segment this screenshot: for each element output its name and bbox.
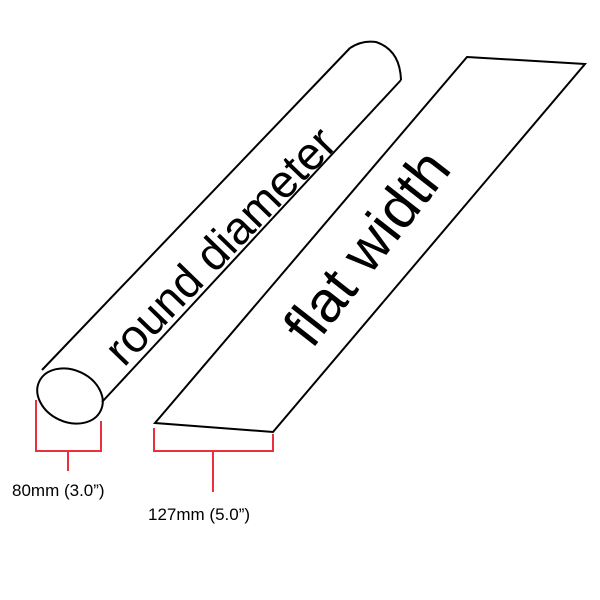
- round-dimension-value: 80mm (3.0”): [12, 481, 105, 500]
- round-tube-shape: [36, 40, 402, 425]
- round-dimension-bracket: [35, 400, 102, 471]
- flat-tube-shape: [152, 55, 588, 434]
- flat-dimension-value: 127mm (5.0”): [148, 505, 250, 524]
- flat-dimension-bracket: [153, 428, 274, 492]
